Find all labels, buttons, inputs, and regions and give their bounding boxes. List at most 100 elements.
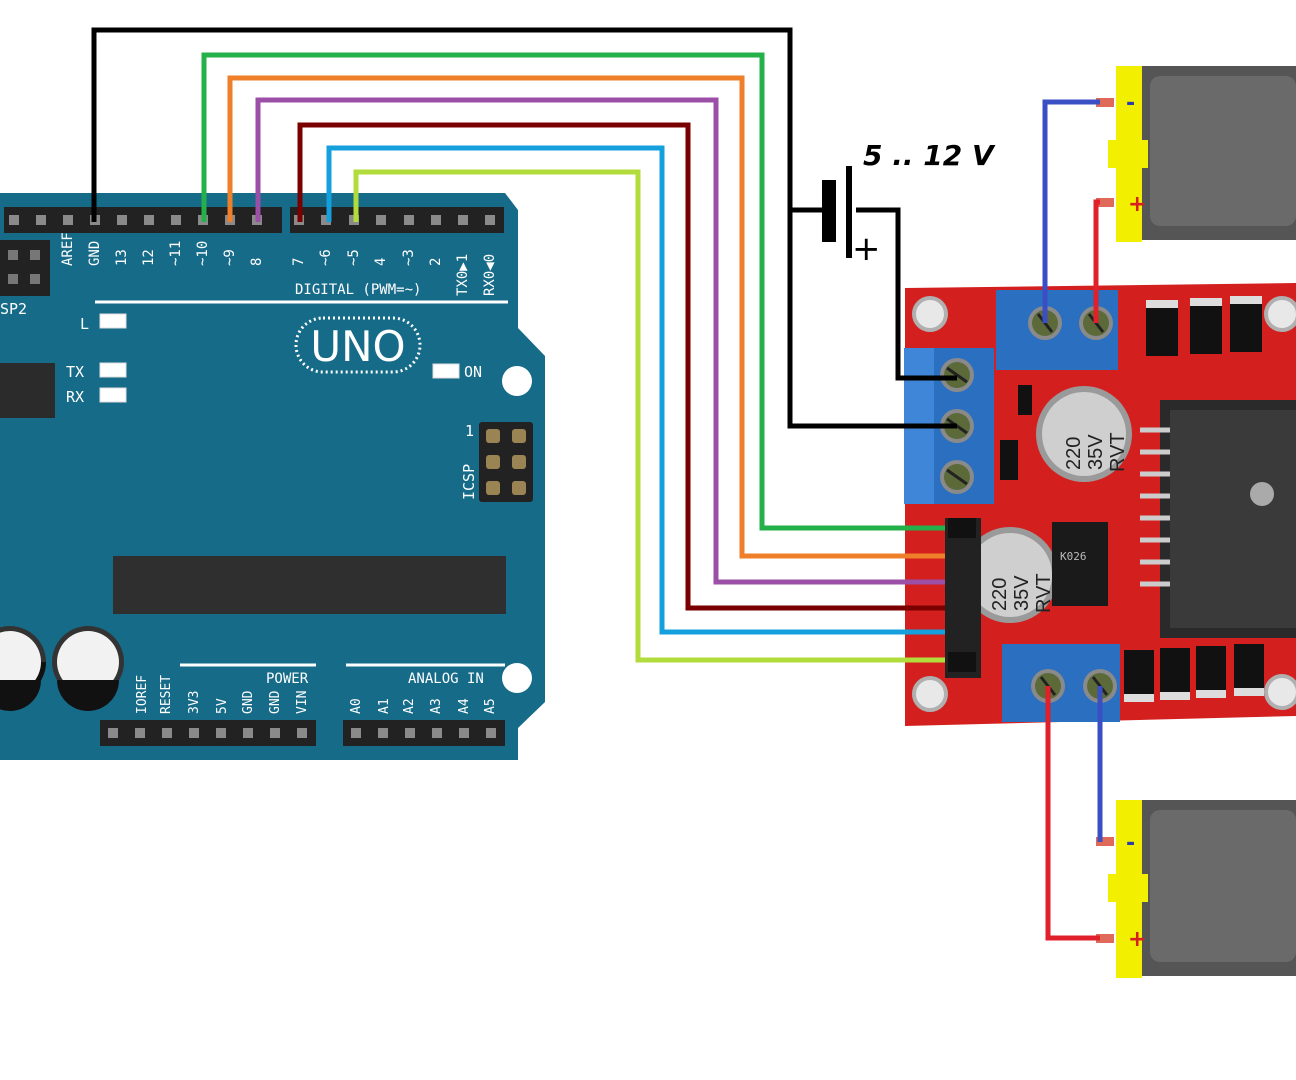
battery-plus-symbol: + <box>852 229 881 269</box>
voltage-regulator <box>1052 522 1108 606</box>
supply-voltage-label: 5 .. 12 V <box>863 139 996 172</box>
power-pin-label: RESET <box>159 675 174 714</box>
digital-pin-label: TX0▶1 <box>455 254 471 296</box>
digital-header-hole <box>431 215 441 225</box>
analog-header <box>343 720 505 746</box>
digital-header-hole <box>144 215 154 225</box>
svg-text:220: 220 <box>1063 437 1085 470</box>
led-l-label: L <box>80 315 89 333</box>
digital-label: DIGITAL (PWM=~) <box>295 282 421 298</box>
battery-negative-plate <box>822 180 836 242</box>
power-label: POWER <box>266 671 309 687</box>
digital-pin-label: ~6 <box>318 249 334 266</box>
power-pin-label: 5V <box>215 698 230 714</box>
wire-motor-a-pos <box>1093 199 1100 323</box>
analog-pin-label: A2 <box>402 698 417 714</box>
motor-top-minus: - <box>1126 91 1135 116</box>
power-terminal-screws <box>940 358 974 494</box>
led-rx-label: RX <box>66 388 84 406</box>
digital-header-hole <box>171 215 181 225</box>
digital-pin-label: AREF <box>60 232 76 266</box>
battery-symbol: 5 .. 12 V + <box>822 139 996 269</box>
digital-pin-label: ~5 <box>346 249 362 266</box>
power-header-hole <box>297 728 307 738</box>
svg-text:35V: 35V <box>1011 575 1033 611</box>
led-l <box>99 313 127 329</box>
analog-header-hole <box>378 728 388 738</box>
svg-text:35V: 35V <box>1085 434 1107 470</box>
input-header <box>945 518 981 678</box>
analog-pin-label: A5 <box>483 698 498 714</box>
led-tx-label: TX <box>66 363 84 381</box>
mounting-hole-top <box>502 366 532 396</box>
power-header-hole <box>189 728 199 738</box>
driver-hole-tl <box>912 296 948 332</box>
wire-motor-b-pos <box>1045 686 1100 941</box>
analog-pin-label: A1 <box>377 698 392 714</box>
digital-pin-label: 13 <box>114 249 130 266</box>
wire-pin9-orange <box>227 75 945 559</box>
led-on-label: ON <box>464 363 482 381</box>
digital-header-hole <box>321 215 331 225</box>
motor-bottom-plus: + <box>1128 927 1146 952</box>
diodes-bottom <box>1124 644 1264 702</box>
svg-text:RVT: RVT <box>1033 573 1055 613</box>
wire-gnd <box>91 27 957 429</box>
led-rx <box>99 387 127 403</box>
regulator-marking: K026 <box>1060 550 1087 563</box>
digital-header-hole <box>458 215 468 225</box>
jumper-5v <box>1018 385 1032 415</box>
icsp-label: ICSP <box>460 464 478 500</box>
digital-header-hole <box>485 215 495 225</box>
digital-pin-label: RX0◀0 <box>482 254 498 296</box>
usb-chip <box>0 363 55 418</box>
digital-pin-label: 7 <box>291 258 307 266</box>
analog-pin-label: A4 <box>457 698 472 714</box>
power-pin-label: VIN <box>295 691 310 714</box>
battery-positive-plate <box>846 166 852 258</box>
digital-pin-label: ~10 <box>195 241 211 266</box>
digital-header-hole <box>117 215 127 225</box>
bottom-header-holes <box>108 728 496 738</box>
power-header-hole <box>135 728 145 738</box>
analog-header-hole <box>405 728 415 738</box>
driver-hole-tr <box>1264 296 1296 332</box>
driver-capacitor-2: 220 35V RVT <box>962 527 1058 623</box>
analog-header-hole <box>486 728 496 738</box>
digital-header-hole <box>63 215 73 225</box>
mounting-hole-bottom <box>502 663 532 693</box>
arduino-pcb <box>0 193 545 760</box>
wire-vcc <box>856 207 957 381</box>
power-header <box>100 720 316 746</box>
power-pin-label: 3V3 <box>187 691 202 714</box>
led-on <box>432 363 460 379</box>
motor-top-plus: + <box>1128 192 1146 217</box>
digital-header-hole <box>9 215 19 225</box>
digital-pin-label: 2 <box>428 258 444 266</box>
digital-pin-label: 8 <box>249 258 265 266</box>
small-part <box>1000 440 1018 480</box>
motor-bottom-minus: - <box>1126 831 1135 856</box>
analog-label: ANALOG IN <box>408 671 484 687</box>
power-header-hole <box>270 728 280 738</box>
power-header-hole <box>108 728 118 738</box>
digital-header-left <box>4 207 282 233</box>
digital-pin-label: 12 <box>141 249 157 266</box>
svg-text:220: 220 <box>989 578 1011 611</box>
analog-pin-label: A0 <box>349 698 364 714</box>
power-header-hole <box>216 728 226 738</box>
motor-top: - + <box>1096 66 1296 242</box>
wire-motor-a-neg <box>1042 99 1100 323</box>
driver-hole-bl <box>912 676 948 712</box>
svg-text:RVT: RVT <box>1107 432 1129 472</box>
uno-logo: UNO <box>310 322 405 371</box>
l298-pins <box>1140 427 1170 587</box>
led-tx <box>99 362 127 378</box>
digital-pin-label: ~9 <box>222 249 238 266</box>
wire-pin7-darkred <box>297 122 945 611</box>
digital-pin-label: GND <box>87 241 103 266</box>
power-header-hole <box>162 728 172 738</box>
